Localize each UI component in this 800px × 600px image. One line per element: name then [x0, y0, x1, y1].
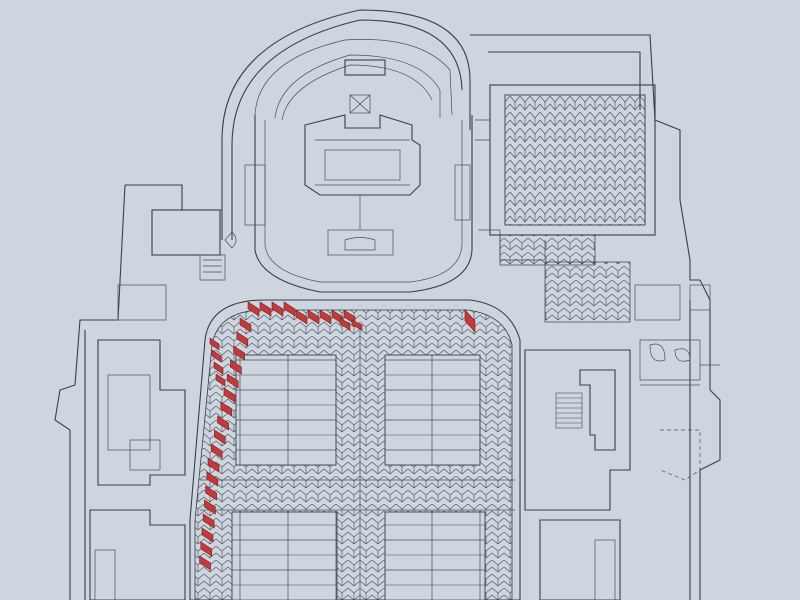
highlighted-tile	[339, 317, 351, 331]
highlighted-tile	[199, 555, 211, 571]
highlighted-tile	[259, 301, 272, 317]
outer-walls	[54, 9, 721, 600]
highlighted-tile	[211, 349, 222, 363]
highlighted-tile	[220, 401, 233, 417]
highlighted-tile	[230, 359, 242, 375]
nave	[189, 299, 521, 600]
highlighted-tile	[464, 309, 476, 333]
highlighted-tile	[206, 471, 219, 487]
highlighted-tile	[207, 457, 220, 473]
highlighted-tile	[204, 499, 216, 515]
highlighted-tile	[226, 373, 239, 389]
east-chapel	[475, 84, 711, 381]
highlighted-tile	[307, 309, 320, 325]
highlighted-tile	[319, 309, 332, 325]
highlighted-tile	[233, 345, 245, 361]
highlighted-tile	[247, 301, 260, 317]
highlighted-tile	[236, 331, 249, 347]
highlighted-tile	[205, 485, 217, 501]
highlighted-tiles	[199, 301, 476, 571]
highlighted-tile	[202, 513, 215, 529]
altar-box	[349, 94, 371, 114]
highlighted-tile	[209, 337, 220, 351]
highlighted-tile	[201, 527, 214, 543]
altar-table	[344, 59, 386, 76]
highlighted-tile	[210, 443, 223, 459]
highlighted-tile	[213, 361, 224, 375]
south-side-rooms	[524, 349, 720, 600]
highlighted-tile	[223, 387, 236, 403]
highlighted-tile	[351, 319, 363, 331]
highlighted-tile	[200, 541, 213, 557]
west-side-rooms	[89, 209, 237, 600]
highlighted-tile	[239, 317, 252, 333]
highlighted-tile	[283, 301, 296, 317]
lectern-platform	[327, 229, 394, 256]
highlighted-tile	[217, 415, 229, 431]
highlighted-tile	[271, 301, 284, 317]
highlighted-tile	[295, 309, 308, 325]
apse-sanctuary	[244, 39, 473, 293]
highlighted-tile	[214, 429, 226, 445]
highlighted-tile	[215, 373, 226, 387]
